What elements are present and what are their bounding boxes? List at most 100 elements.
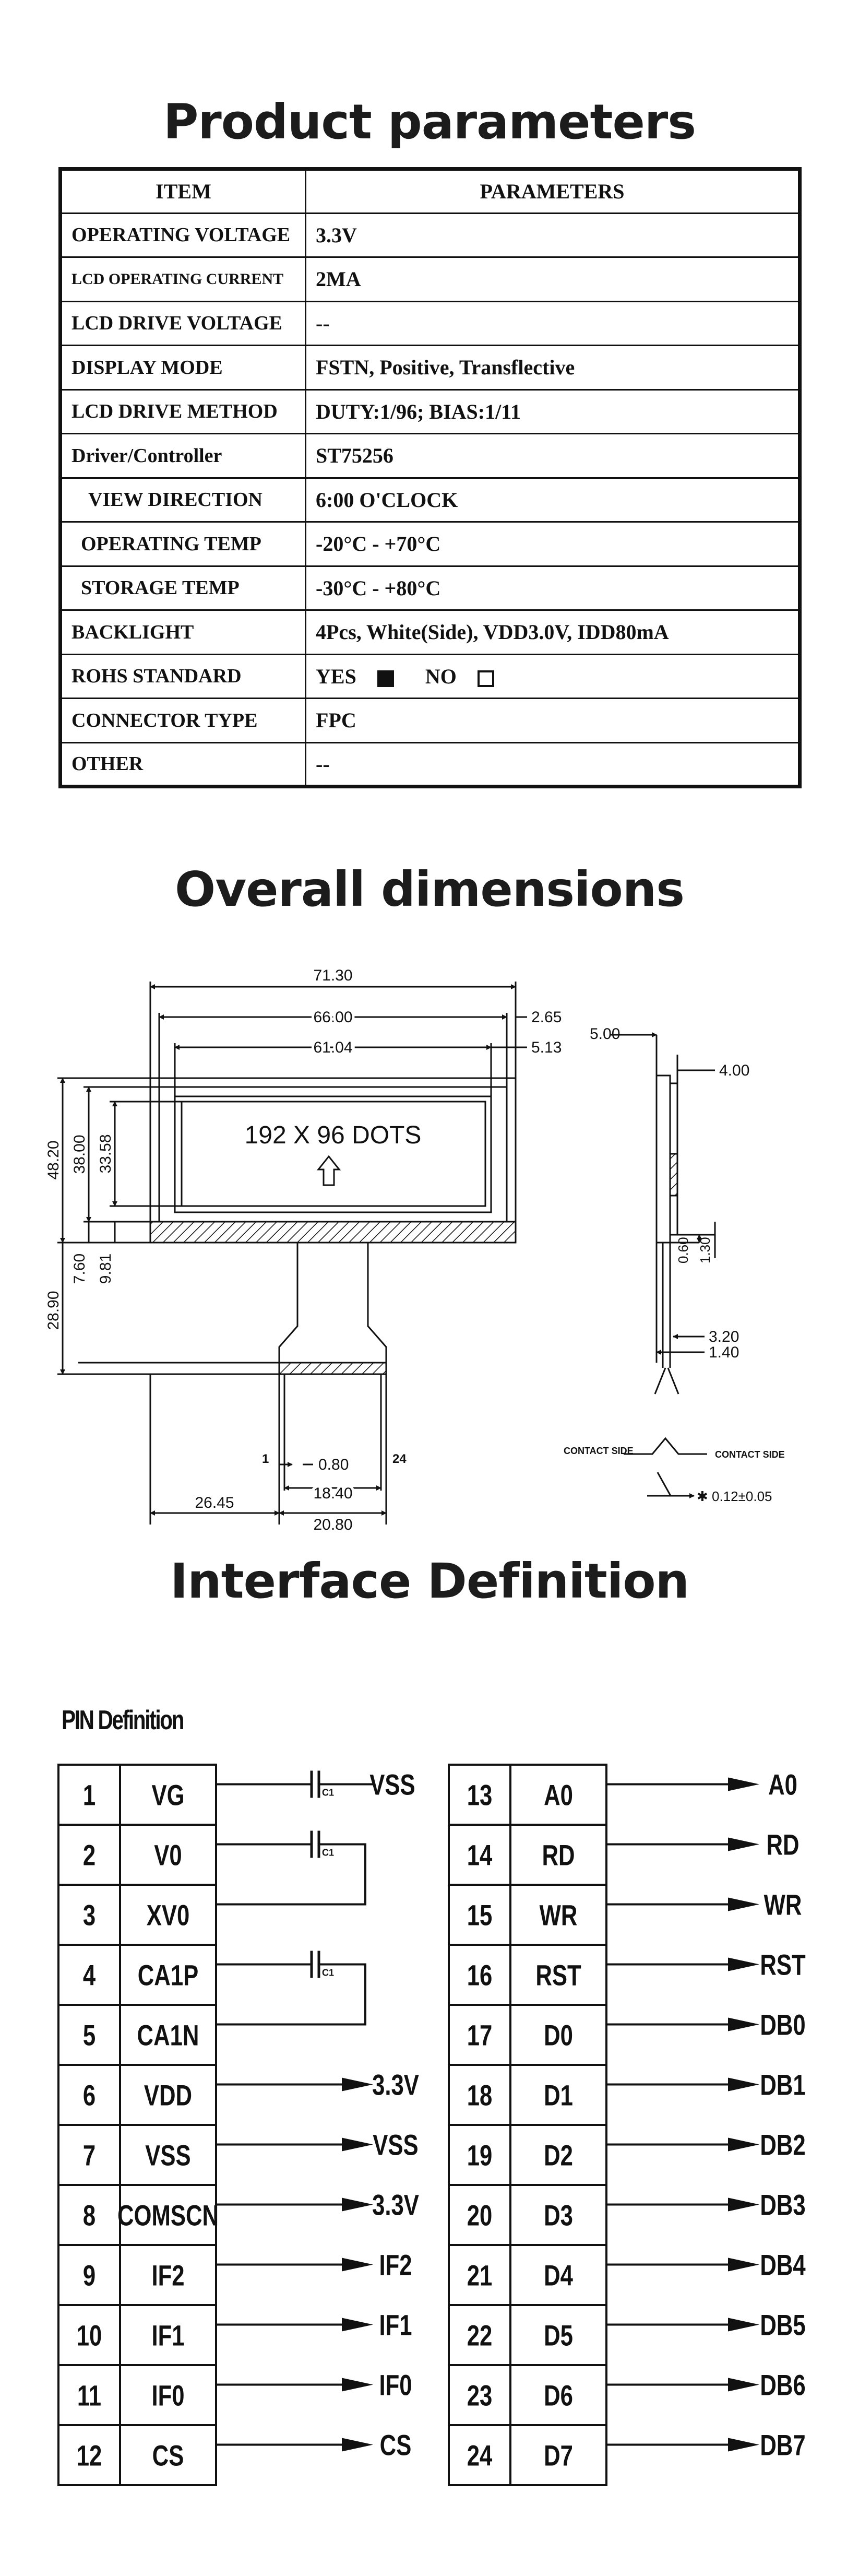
dim-28-90: 28.90 (45, 1291, 62, 1330)
pin-number: 19 (467, 2139, 493, 2171)
signal-arrow-head (342, 2438, 373, 2452)
pin-target: VSS (373, 2129, 418, 2161)
pin-target: RST (760, 1948, 806, 1981)
pin-number: 7 (83, 2139, 96, 2171)
row-value: 3.3V (305, 212, 801, 258)
dim-61-04: 61.04 (313, 1039, 352, 1056)
header-parameters: PARAMETERS (305, 168, 801, 214)
pin-definition-heading: PIN Definition (62, 1705, 184, 1735)
signal-arrow-head (342, 2258, 373, 2272)
signal-arrow-head (342, 2378, 373, 2392)
rohs-no-label: NO (425, 664, 457, 688)
row-item: OPERATING TEMP (59, 521, 306, 567)
signal-arrow-head (728, 2258, 759, 2272)
pin-name: IF2 (151, 2259, 184, 2291)
pin-name: VSS (145, 2139, 190, 2171)
pin-number: 18 (467, 2079, 493, 2111)
pin-number: 3 (83, 1899, 96, 1931)
pin-name: VDD (144, 2079, 192, 2111)
pin-target: DB6 (760, 2369, 805, 2401)
pin-number: 23 (467, 2379, 493, 2412)
pin-name: WR (540, 1899, 578, 1931)
pin-name: CA1P (138, 1959, 198, 1991)
dim-48-20: 48.20 (45, 1140, 62, 1179)
pin-target: DB7 (760, 2429, 805, 2461)
table-header-row: ITEM PARAMETERS (59, 168, 801, 214)
table-row: DISPLAY MODE FSTN, Positive, Transflecti… (59, 345, 801, 391)
signal-arrow-head (342, 2318, 373, 2332)
pin-number: 17 (467, 2019, 493, 2051)
pin-number: 21 (467, 2259, 493, 2291)
pin-target: IF0 (379, 2369, 412, 2401)
table-row: OTHER -- (59, 741, 801, 787)
table-row: LCD DRIVE VOLTAGE -- (59, 300, 801, 346)
pin-name: D5 (544, 2319, 573, 2352)
pin-number: 12 (77, 2439, 102, 2472)
dim-9-81: 9.81 (97, 1254, 114, 1284)
table-row: OPERATING TEMP -20°C - +70°C (59, 521, 801, 567)
pin-name: COMSCN (117, 2199, 219, 2231)
signal-arrow-head (728, 2318, 759, 2332)
pin-name: CA1N (137, 2019, 199, 2051)
fpc-pin-first: 1 (262, 1452, 269, 1466)
pin-number: 20 (467, 2199, 493, 2231)
pin-number: 8 (83, 2199, 96, 2231)
dim-20-80: 20.80 (313, 1516, 352, 1533)
table-row: CONNECTOR TYPE FPC (59, 698, 801, 743)
pin-number: 22 (467, 2319, 493, 2352)
dimension-drawing: 71.30 66.00 61.04 2.65 5.13 48.20 38.00 … (45, 967, 785, 1533)
pin-number: 2 (83, 1839, 96, 1871)
pin-target: CS (380, 2429, 412, 2461)
signal-arrow-head (728, 1957, 759, 1971)
row-item: LCD DRIVE METHOD (59, 388, 306, 434)
signal-arrow-head (728, 1897, 759, 1911)
signal-arrow-head (342, 2137, 373, 2152)
dims-section-title: Overall dimensions (174, 861, 685, 917)
pin-target: IF2 (379, 2249, 412, 2281)
row-item: CONNECTOR TYPE (59, 698, 306, 743)
row-value: 2MA (305, 256, 801, 302)
pin-name: RD (542, 1839, 575, 1871)
pin-number: 10 (77, 2319, 102, 2352)
pin-name: D2 (544, 2139, 573, 2171)
pin-target: 3.3V (372, 2069, 419, 2101)
pin-target: DB4 (760, 2249, 805, 2281)
dim-4-00: 4.00 (719, 1062, 749, 1079)
pin-name: D6 (544, 2379, 573, 2412)
signal-arrow-head (728, 2378, 759, 2392)
row-value: ST75256 (305, 433, 801, 479)
pin-number: 16 (467, 1959, 493, 1991)
row-item: OTHER (59, 741, 306, 787)
pin-name: VG (151, 1779, 184, 1811)
signal-arrow-head (728, 2197, 759, 2212)
pin-target: DB0 (760, 2008, 805, 2041)
params-section-title: Product parameters (163, 94, 696, 150)
table-row: BACKLIGHT 4Pcs, White(Side), VDD3.0V, ID… (59, 609, 801, 655)
table-row: LCD DRIVE METHOD DUTY:1/96; BIAS:1/11 (59, 388, 801, 434)
viewing-area (174, 1095, 492, 1213)
row-item: DISPLAY MODE (59, 345, 306, 391)
signal-arrow-head (728, 2137, 759, 2152)
row-item: ROHS STANDARD (59, 653, 306, 699)
dim-26-45: 26.45 (195, 1494, 234, 1511)
row-value: FSTN, Positive, Transflective (305, 345, 801, 391)
dim-0-60: 0.60 (675, 1237, 691, 1263)
dim-18-40: 18.40 (313, 1485, 352, 1502)
dim-7-60: 7.60 (71, 1254, 88, 1284)
pin-number: 15 (467, 1899, 493, 1931)
pin-number: 13 (467, 1779, 493, 1811)
table-row: VIEW DIRECTION 6:00 O'CLOCK (59, 477, 801, 523)
dim-66-00: 66.00 (313, 1009, 352, 1026)
pin-number: 4 (83, 1959, 96, 1991)
contact-side-left: CONTACT SIDE (564, 1446, 634, 1456)
row-value: -30°C - +80°C (305, 565, 801, 611)
pin-name: IF0 (151, 2379, 184, 2412)
pin-target: A0 (768, 1768, 797, 1801)
header-item: ITEM (59, 168, 306, 214)
contact-side-right: CONTACT SIDE (715, 1449, 785, 1460)
pin-name: RST (535, 1959, 581, 1991)
capacitor-label: C1 (322, 1788, 334, 1798)
dim-1-40: 1.40 (709, 1344, 739, 1361)
